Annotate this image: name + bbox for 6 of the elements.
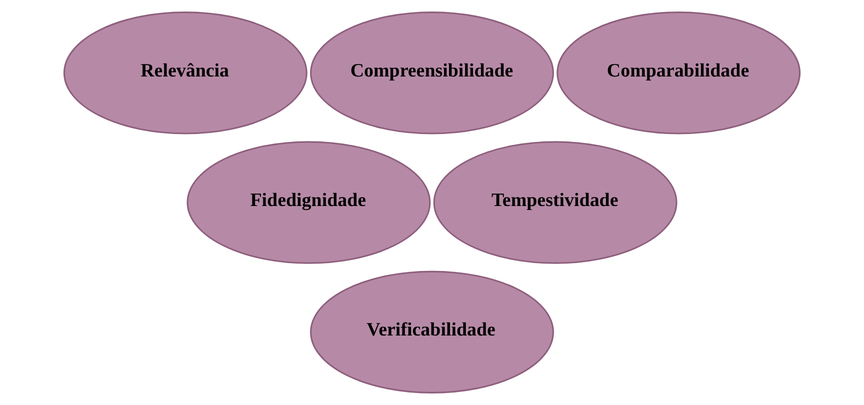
node-ellipse: Comparabilidade (556, 12, 801, 134)
node-ellipse: Fidedignidade (186, 141, 431, 264)
node-ellipse: Tempestividade (433, 141, 678, 264)
node-ellipse: Relevância (63, 12, 308, 134)
node-ellipse: Compreensibilidade (310, 12, 554, 134)
node-ellipse: Verificabilidade (310, 270, 554, 394)
